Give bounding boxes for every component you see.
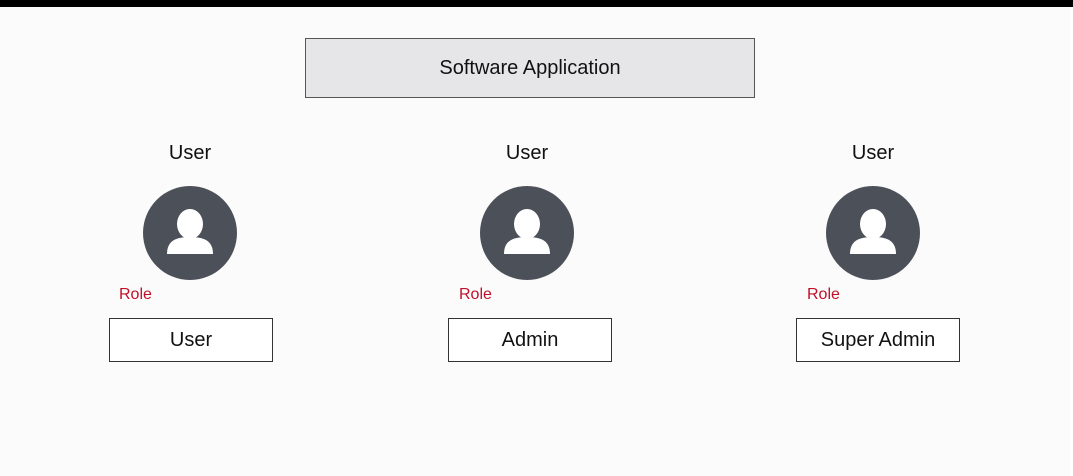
role-caption: Role <box>459 286 492 303</box>
user-column-1: User Role User <box>90 0 290 476</box>
top-bar <box>0 0 1073 7</box>
user-avatar-icon <box>826 186 920 280</box>
role-caption: Role <box>119 286 152 303</box>
role-value: Admin <box>501 328 559 351</box>
column-title: User <box>168 142 212 164</box>
role-value: Super Admin <box>820 328 936 351</box>
software-application-label: Software Application <box>439 56 621 79</box>
column-title: User <box>851 142 895 164</box>
role-caption: Role <box>807 286 840 303</box>
role-box-user: User <box>109 318 273 362</box>
user-column-3: User Role Super Admin <box>773 0 973 476</box>
role-value: User <box>169 328 213 351</box>
column-title: User <box>505 142 549 164</box>
software-application-box: Software Application <box>305 38 755 98</box>
role-box-admin: Admin <box>448 318 612 362</box>
right-edge <box>1070 7 1073 476</box>
role-box-super-admin: Super Admin <box>796 318 960 362</box>
user-avatar-icon <box>143 186 237 280</box>
user-column-2: User Role Admin <box>427 0 627 476</box>
user-avatar-icon <box>480 186 574 280</box>
